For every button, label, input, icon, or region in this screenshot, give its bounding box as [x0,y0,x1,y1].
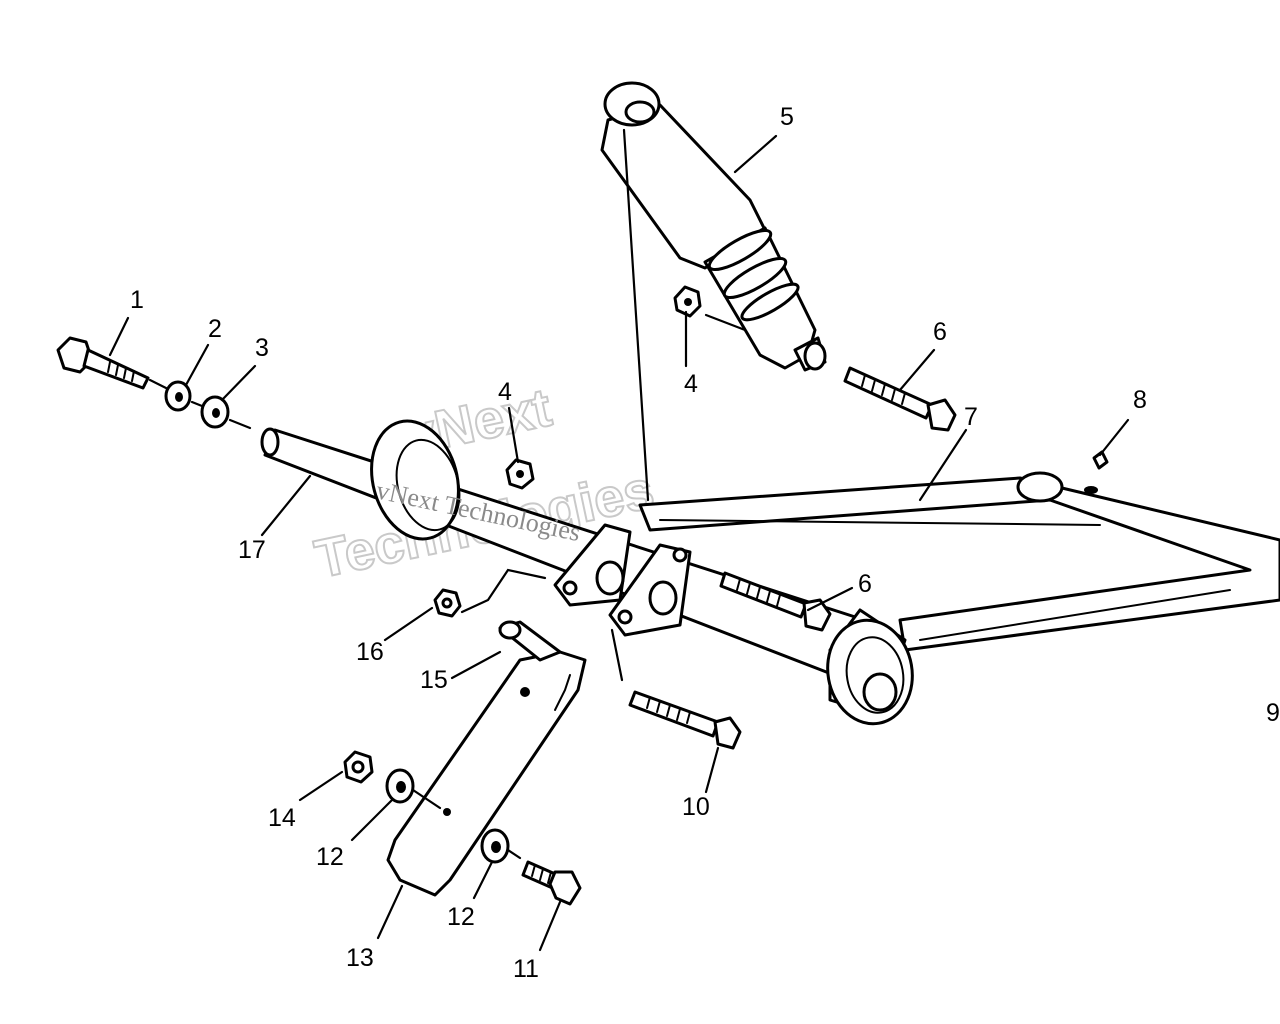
callout-4-middle: 4 [498,378,512,406]
callout-2: 2 [208,315,222,343]
callout-leaders [108,134,1130,952]
callout-11: 11 [513,955,539,983]
washer-12-upper [385,768,415,804]
callout-16: 16 [356,638,384,666]
nut-4-middle [505,458,535,490]
callout-3: 3 [255,334,269,362]
callout-6-lower: 6 [858,570,872,598]
nut-4-upper [673,285,702,318]
nut-14 [343,750,374,784]
callout-12-upper: 12 [316,843,344,871]
callout-6-upper: 6 [933,318,947,346]
mount-brackets [553,523,692,637]
bolt-6-lower [719,571,832,632]
grease-fitting-8 [1084,450,1109,494]
callout-12-lower: 12 [447,903,475,931]
pin-15 [498,620,562,662]
washer-2 [164,380,192,412]
callout-4-upper: 4 [684,370,698,398]
nut-16 [433,588,462,618]
callout-1: 1 [130,286,144,314]
bolt-11 [521,860,582,906]
washer-12-lower [480,828,510,864]
callout-17: 17 [238,536,266,564]
washer-3 [200,395,230,429]
link-arm-13 [386,650,587,897]
left-bearing-housing [370,419,461,541]
bolt-6-upper [843,366,957,432]
callout-13: 13 [346,944,374,972]
bolt-10 [628,690,742,750]
callout-labels: 1 2 3 4 4 5 6 6 7 8 9 10 11 12 12 13 14 … [130,103,1280,983]
callout-8: 8 [1133,386,1147,414]
callout-15: 15 [420,666,448,694]
shock-absorber [600,81,827,502]
callout-5: 5 [780,103,794,131]
bolt-1 [56,336,150,390]
callout-7: 7 [964,403,978,431]
callout-14: 14 [268,804,296,832]
callout-10: 10 [682,793,710,821]
right-bearing-housing [826,608,914,726]
callout-9: 9 [1266,699,1280,727]
a-arm-frame [638,471,1280,652]
link-bolt-hole [443,808,451,816]
